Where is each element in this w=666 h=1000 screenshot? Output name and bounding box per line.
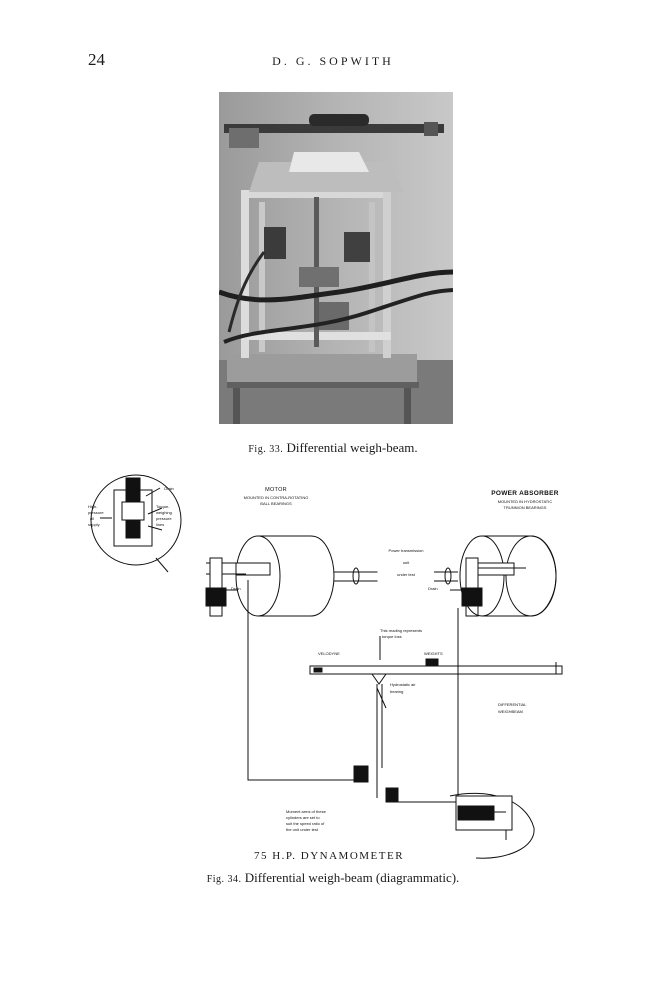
inset-tw4-label: lines: [156, 522, 165, 527]
figure-33-caption: Fig. 33. Differential weigh-beam.: [0, 440, 666, 456]
inset-hp2-label: pressure: [88, 510, 104, 515]
differential-label-2: WEIGHBEAM: [498, 709, 523, 714]
absorber-sub2: TRUNNION BEARINGS: [503, 505, 547, 510]
page-number: 24: [88, 50, 105, 69]
transmission-label-1: Power transmission: [388, 548, 424, 553]
absorber-title: POWER ABSORBER: [491, 490, 559, 497]
pivot-label-2: bearing: [390, 689, 404, 694]
transmission-label-2: unit: [402, 560, 410, 565]
note-label-3: suit the speed ratio of: [286, 821, 325, 826]
inset-hp3-label: oil: [90, 516, 95, 521]
reading-label-1: This reading represents: [380, 628, 423, 633]
absorber-sub1: MOUNTED IN HYDROSTATIC: [497, 499, 553, 504]
note-label-1: Moment arms of these: [286, 809, 326, 814]
running-head: D. G. SOPWITH: [272, 54, 394, 68]
motor-sub1: MOUNTED IN CONTRA-ROTATING: [243, 495, 309, 500]
motor-title: MOTOR: [265, 487, 287, 493]
inset-tw1-label: Torque-: [156, 504, 170, 509]
figure-33-caption-text: Differential weigh-beam.: [286, 440, 418, 455]
motor-sub2: BALL BEARINGS: [260, 501, 292, 506]
figure-33-label: Fig. 33.: [248, 444, 284, 455]
note-label-4: the unit under test: [286, 827, 319, 832]
figure-34-caption-text: Differential weigh-beam (diagrammatic).: [244, 870, 460, 885]
figure-34-caption: Fig. 34. Differential weigh-beam (diagra…: [0, 870, 666, 886]
weights-label: WEIGHTS: [424, 651, 443, 656]
inset-drain-label: Drain: [164, 486, 174, 491]
transmission-label-3: under test: [397, 572, 415, 577]
figure-34-label: Fig. 34.: [206, 874, 242, 885]
dynamometer-title: 75 H.P. DYNAMOMETER: [253, 850, 405, 862]
inset-hp4-label: supply: [88, 522, 100, 527]
dynamometer-drawing: [90, 474, 563, 859]
inset-hp1-label: High-: [88, 504, 98, 509]
differential-label-1: DIFFERENTIAL: [498, 702, 527, 707]
inset-tw3-label: pressure: [156, 516, 172, 521]
dynamometer-diagram: Drain High- pressure oil supply Torque- …: [86, 468, 572, 863]
velodyne-label: VELODYNE: [318, 651, 340, 656]
drain-left-label: Drain: [231, 586, 241, 591]
pivot-label-1: Hydrostatic air: [390, 682, 416, 687]
inset-tw2-label: weighing: [156, 510, 172, 515]
drain-right-label: Drain: [428, 586, 438, 591]
reading-label-2: torque loss: [382, 634, 402, 639]
note-label-2: cylinders are set to: [286, 815, 320, 820]
weigh-beam-photo: [219, 92, 453, 424]
